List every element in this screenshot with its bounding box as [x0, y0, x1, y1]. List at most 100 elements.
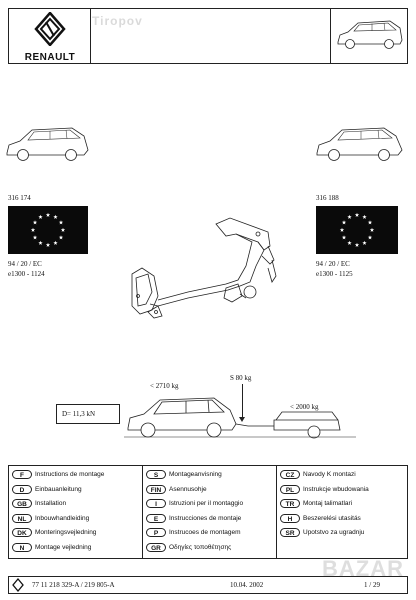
footer-reference: 77 11 218 329-A / 219 805-A — [32, 581, 115, 589]
trailer-mass-label: < 2000 kg — [290, 403, 319, 411]
language-title: Inbouwhandleiding — [35, 514, 90, 522]
language-code-badge: CZ — [280, 470, 300, 479]
vehicle-mass-label: < 2710 kg — [150, 382, 179, 390]
language-title: Asennusohje — [169, 485, 207, 493]
language-code-badge: SR — [280, 528, 300, 537]
d-value-label: D= 11,3 kN — [62, 410, 96, 418]
eu-stars-icon — [30, 212, 66, 247]
header-car-icon — [337, 20, 403, 49]
language-code-badge: E — [146, 513, 166, 523]
eu-star-icon — [30, 227, 36, 232]
language-title: Monteringsvejledning — [35, 529, 97, 536]
eu-flag-right — [316, 206, 398, 254]
language-title: Montaj talimatlari — [303, 500, 353, 507]
language-col-divider-1 — [142, 465, 143, 559]
right-directive: 94 / 20 / EC — [316, 260, 350, 268]
eu-star-icon — [38, 214, 43, 219]
language-col-divider-2 — [276, 465, 277, 559]
car-trailer-icon — [124, 397, 356, 439]
language-title: Οδηγίες τοποθέτησης — [169, 543, 232, 551]
right-car-icon — [316, 127, 403, 161]
language-code-badge: S — [146, 470, 166, 479]
left-part-number: 316 174 — [8, 194, 31, 202]
eu-star-icon — [45, 212, 51, 217]
header-divider-right — [330, 8, 331, 64]
renault-logo: RENAULT — [20, 11, 80, 63]
eu-star-icon — [347, 240, 352, 245]
language-title: Montageanvisning — [169, 471, 222, 478]
left-approval: e1300 - 1124 — [8, 270, 45, 278]
eu-star-icon — [32, 235, 38, 240]
header-frame — [8, 8, 408, 64]
eu-star-icon — [354, 242, 360, 247]
eu-star-icon — [369, 227, 375, 232]
language-code-badge: NL — [12, 513, 32, 523]
language-code-badge: I — [146, 499, 166, 508]
language-code-badge: F — [12, 470, 32, 479]
eu-star-icon — [367, 220, 373, 225]
language-code-badge: FIN — [146, 484, 166, 494]
footer-frame — [8, 576, 408, 594]
vertical-load-arrow — [242, 384, 243, 418]
header-watermark: Tiropov — [92, 14, 143, 28]
vertical-load-arrowhead — [239, 417, 245, 422]
left-car-icon — [6, 127, 89, 161]
vertical-load-label: S 80 kg — [230, 374, 252, 382]
d-value-box — [56, 404, 120, 424]
eu-star-icon — [339, 227, 345, 232]
eu-star-icon — [53, 214, 58, 219]
language-table — [8, 465, 408, 559]
eu-star-icon — [53, 240, 58, 245]
language-title: Instrukcje wbudowania — [303, 485, 369, 493]
eu-star-icon — [38, 240, 43, 245]
eu-star-icon — [60, 227, 66, 232]
header-divider-left — [90, 8, 91, 64]
language-code-badge: DK — [12, 528, 32, 537]
eu-flag-left — [8, 206, 88, 254]
eu-star-icon — [354, 212, 360, 217]
language-title: Instructions de montage — [35, 471, 105, 478]
renault-diamond-small-icon — [12, 578, 24, 592]
language-code-badge: GB — [12, 499, 32, 508]
eu-star-icon — [362, 214, 367, 219]
eu-star-icon — [58, 235, 64, 240]
language-title: Montage vejledning — [35, 543, 92, 551]
left-directive: 94 / 20 / EC — [8, 260, 42, 268]
language-code-badge: N — [12, 542, 32, 552]
eu-star-icon — [341, 220, 347, 225]
language-title: Instrucoes de montagem — [169, 529, 241, 536]
footer-date: 10.04. 2002 — [230, 581, 264, 589]
eu-star-icon — [58, 220, 64, 225]
language-title: Navody K montazi — [303, 471, 356, 478]
eu-star-icon — [32, 220, 38, 225]
language-code-badge: GR — [146, 542, 166, 552]
language-code-badge: D — [12, 484, 32, 494]
language-title: Beszerelési utasitás — [303, 514, 361, 522]
language-code-badge: H — [280, 513, 300, 523]
eu-star-icon — [367, 235, 373, 240]
renault-diamond-icon — [34, 11, 66, 47]
towbar-drawing — [131, 217, 277, 319]
language-code-badge: P — [146, 528, 166, 537]
language-code-badge: TR — [280, 499, 300, 508]
language-title: Upotstvo za ugradnju — [303, 529, 365, 536]
right-approval: e1300 - 1125 — [316, 270, 353, 278]
language-title: Istruzioni per il montaggio — [169, 500, 244, 507]
eu-star-icon — [341, 235, 347, 240]
